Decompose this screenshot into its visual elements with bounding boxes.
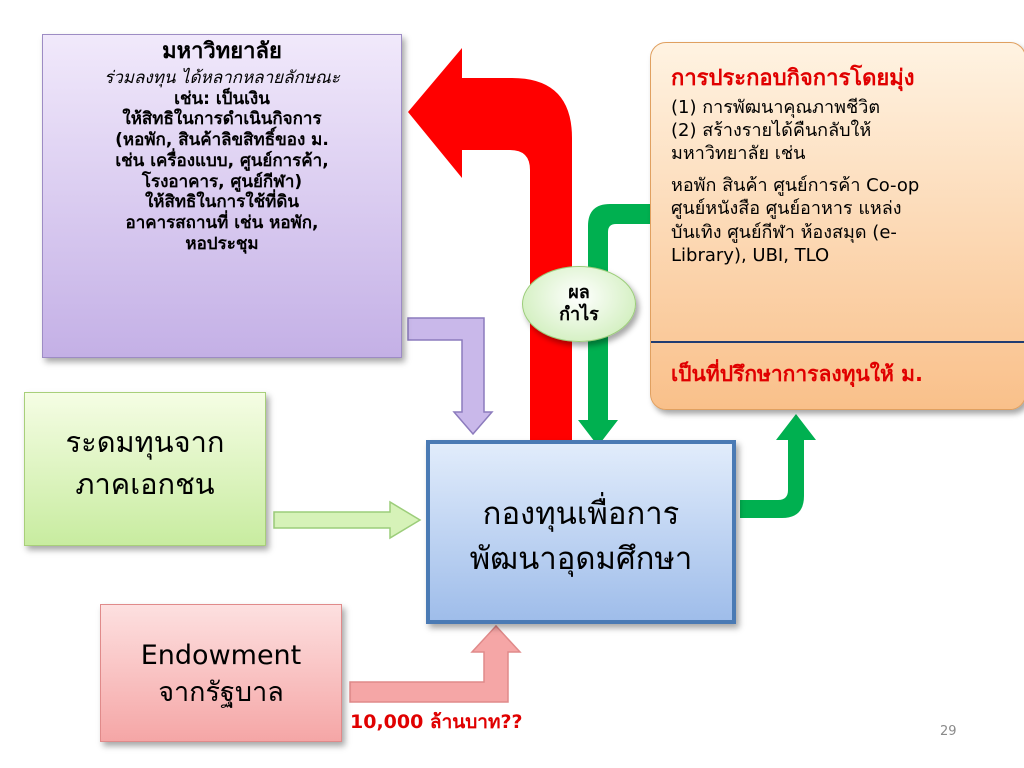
university-line: หอประชุม xyxy=(185,233,259,254)
business-example: Library), UBI, TLO xyxy=(671,244,830,266)
business-goal: (2) สร้างรายได้คืนกลับให้ xyxy=(671,119,872,141)
endowment-line: จากรัฐบาล xyxy=(158,677,284,709)
higher-education-fund-box: กองทุนเพื่อการ พัฒนาอุดมศึกษา xyxy=(426,440,736,624)
university-line: (หอพัก, สินค้าลิขสิทธิ์ของ ม. xyxy=(115,130,329,151)
endowment-box: Endowment จากรัฐบาล xyxy=(100,604,342,742)
business-goal: มหาวิทยาลัย เช่น xyxy=(671,143,806,165)
fund-line: กองทุนเพื่อการ xyxy=(482,496,680,532)
private-sector-line: ภาคเอกชน xyxy=(75,467,215,502)
business-to-fund-arrow xyxy=(578,204,652,446)
fund-to-business-arrow xyxy=(740,414,816,518)
business-example: หอพัก สินค้า ศูนย์การค้า Co-op xyxy=(671,174,920,196)
business-goal: (1) การพัฒนาคุณภาพชีวิต xyxy=(671,96,881,118)
fund-line: พัฒนาอุดมศึกษา xyxy=(469,540,693,577)
private-sector-line: ระดมทุนจาก xyxy=(65,425,225,459)
profit-line: ผล xyxy=(568,281,590,303)
private-sector-box: ระดมทุนจาก ภาคเอกชน xyxy=(24,392,266,546)
university-title: มหาวิทยาลัย xyxy=(162,39,282,64)
university-line: อาคารสถานที่ เช่น หอพัก, xyxy=(125,212,319,233)
private-to-fund-arrow xyxy=(273,500,422,540)
university-line: เช่น เครื่องแบบ, ศูนย์การค้า, xyxy=(115,150,329,171)
university-line: เช่น: เป็นเงิน xyxy=(174,88,270,109)
endowment-line: Endowment xyxy=(140,640,302,671)
business-divider xyxy=(651,341,1024,343)
profit-line: กำไร xyxy=(559,304,599,325)
business-example: บันเทิง ศูนย์กีฬา ห้องสมุด (e- xyxy=(671,221,897,243)
profit-ellipse: ผล กำไร xyxy=(522,266,636,342)
business-footer: เป็นที่ปรึกษาการลงทุนให้ ม. xyxy=(671,362,923,386)
university-line: ให้สิทธิในการดำเนินกิจการ xyxy=(122,109,322,130)
university-line: ให้สิทธิในการใช้ที่ดิน xyxy=(144,192,300,213)
endowment-to-fund-arrow xyxy=(349,624,522,703)
business-operations-box: การประกอบกิจการโดยมุ่ง (1) การพัฒนาคุณภา… xyxy=(650,42,1024,410)
red-profit-arrow xyxy=(408,48,572,443)
business-title: การประกอบกิจการโดยมุ่ง xyxy=(671,66,915,91)
university-line: โรงอาคาร, ศูนย์กีฬา) xyxy=(141,171,303,192)
university-box: มหาวิทยาลัย ร่วมลงทุน ได้หลากหลายลักษณะ … xyxy=(42,34,402,358)
university-intro: ร่วมลงทุน ได้หลากหลายลักษณะ xyxy=(104,67,340,88)
endowment-amount-note: 10,000 ล้านบาท?? xyxy=(350,711,523,733)
page-number: 29 xyxy=(940,724,957,739)
business-example: ศูนย์หนังสือ ศูนย์อาหาร แหล่ง xyxy=(671,198,902,220)
university-to-fund-arrow xyxy=(407,317,494,436)
